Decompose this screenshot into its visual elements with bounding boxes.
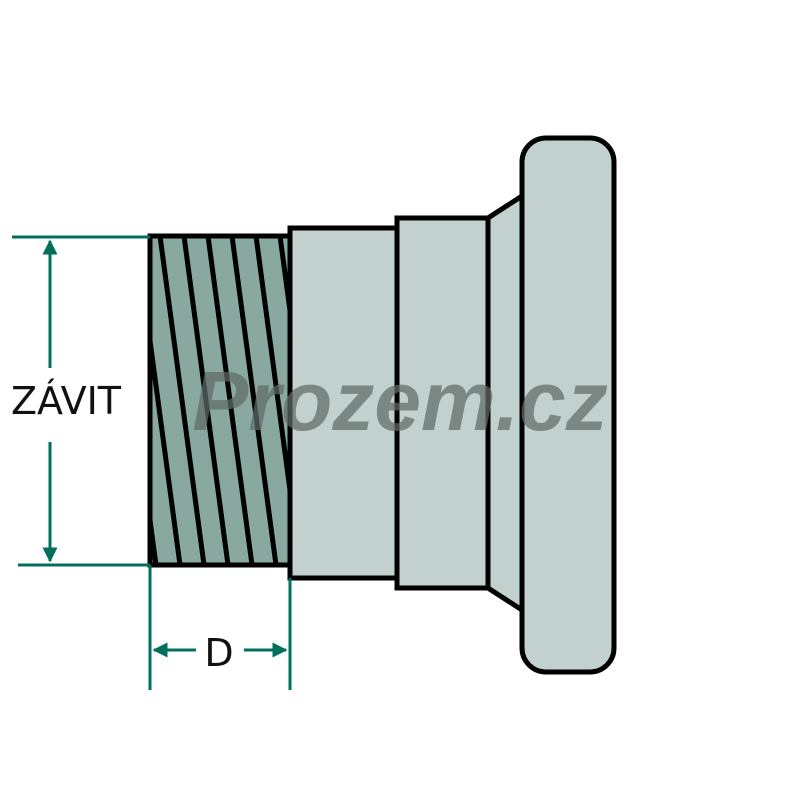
body-section-large bbox=[394, 215, 491, 591]
dimension-lines bbox=[12, 235, 292, 690]
thread-line bbox=[157, 236, 207, 565]
thread-line bbox=[253, 236, 290, 510]
thread-line bbox=[150, 321, 183, 565]
watermark: Prozem.cz bbox=[192, 354, 608, 448]
body-section-small bbox=[287, 225, 400, 581]
thread-line bbox=[277, 236, 290, 330]
thread-dimension-label: ZÁVIT bbox=[11, 379, 122, 423]
thread-outline bbox=[147, 233, 293, 568]
length-dimension-label: D bbox=[204, 631, 233, 675]
thread-line bbox=[181, 236, 231, 565]
thread-lines bbox=[150, 236, 290, 565]
thread-line bbox=[229, 236, 279, 565]
thread-line bbox=[205, 236, 255, 565]
